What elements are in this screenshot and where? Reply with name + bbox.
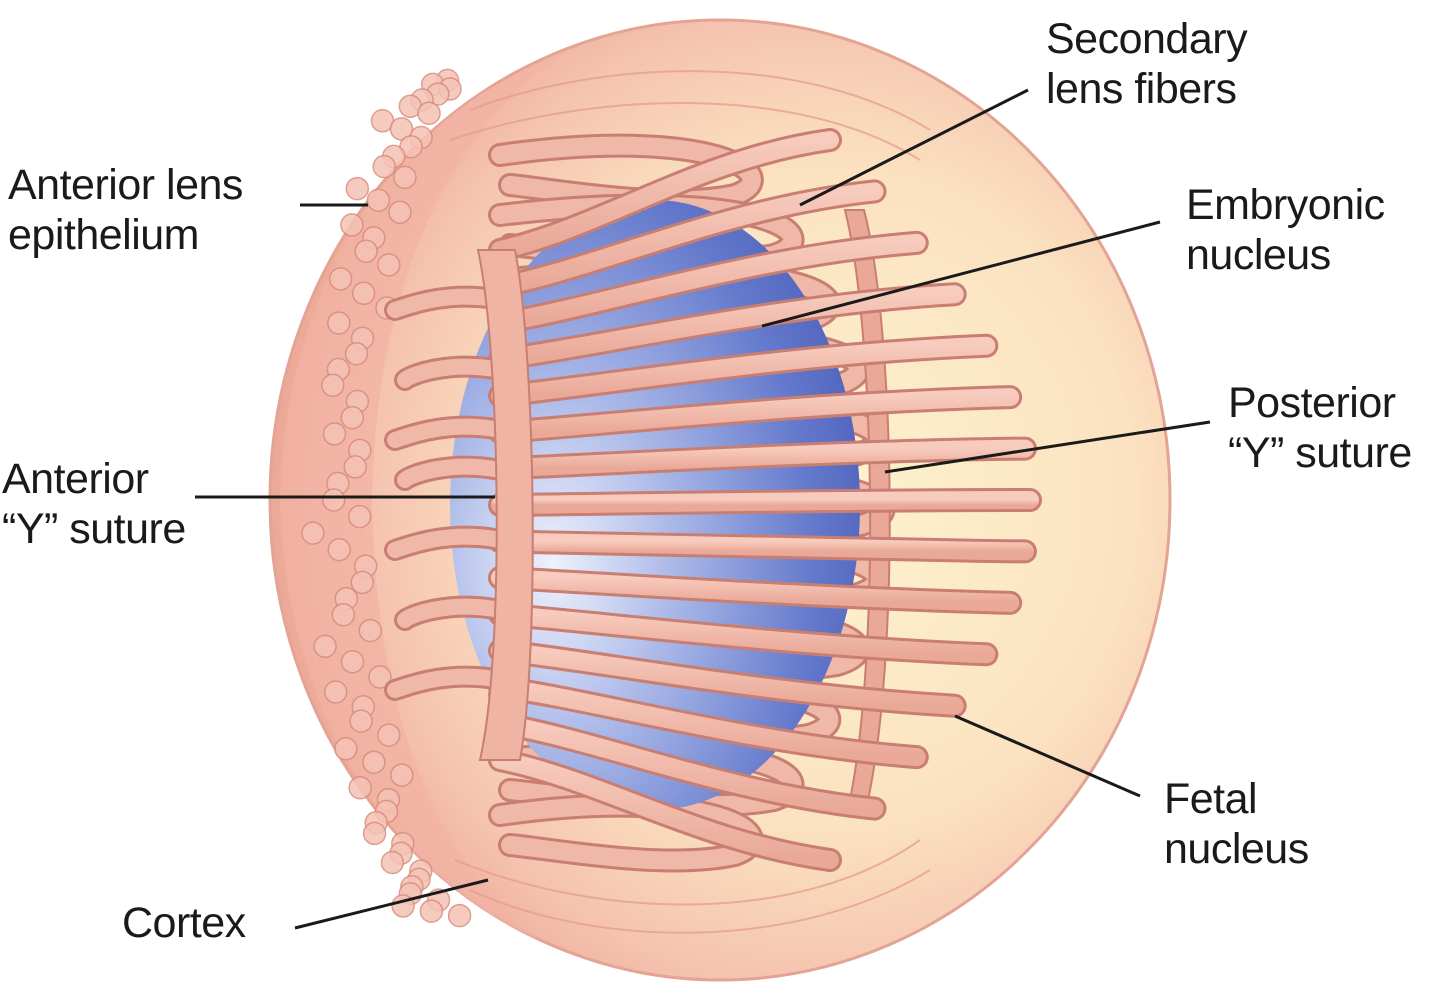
leader-lines — [195, 88, 1211, 930]
secondary-fiber — [491, 751, 839, 869]
epithelium-cell — [380, 850, 405, 875]
fiber-stub — [397, 358, 508, 388]
epithelium-cell — [372, 154, 396, 179]
leader-secondary-lens-fibers — [799, 88, 1029, 207]
epithelium-cell — [349, 709, 373, 733]
label-line: epithelium — [8, 211, 199, 259]
secondary-fiber — [491, 182, 884, 296]
epithelium-cells — [301, 68, 472, 928]
leader-posterior-y-suture — [884, 420, 1211, 474]
label-embryonic-nucleus: Embryonic nucleus — [1186, 180, 1385, 280]
label-line: nucleus — [1186, 231, 1331, 279]
epithelium-cell — [313, 634, 337, 659]
epithelium-cell — [321, 373, 345, 398]
epithelium-cell — [393, 165, 417, 190]
label-line: lens fibers — [1046, 65, 1237, 113]
secondary-fiber — [491, 641, 964, 715]
epithelium-cell — [377, 723, 401, 747]
label-line: Secondary — [1046, 15, 1248, 63]
epithelium-cell — [334, 737, 358, 761]
epithelium-cell — [301, 521, 325, 545]
secondary-fiber — [491, 605, 996, 664]
leader-cortex — [294, 878, 489, 930]
epithelium-cell — [368, 665, 392, 689]
epithelium-cell — [343, 455, 367, 479]
epithelium-cell — [417, 101, 441, 125]
fiber-stub — [387, 668, 508, 698]
epithelium-cell — [340, 405, 365, 430]
epithelium-cell — [362, 750, 386, 774]
label-line: Embryonic — [1186, 181, 1385, 229]
secondary-fiber — [491, 714, 884, 818]
epithelium-cell — [366, 188, 391, 212]
fiber-stub — [387, 288, 508, 318]
label-secondary-lens-fibers: Secondary lens fibers — [1046, 14, 1248, 114]
epithelium-cell — [345, 176, 370, 201]
label-line: Anterior — [2, 455, 149, 503]
epithelium-cell — [358, 618, 383, 643]
label-line: “Y” suture — [2, 505, 186, 553]
epithelium-cell — [419, 899, 444, 923]
label-posterior-y-suture: Posterior “Y” suture — [1228, 378, 1412, 478]
epithelium-cell — [388, 200, 412, 225]
fiber-loop-back — [491, 136, 761, 210]
label-line: Cortex — [122, 899, 246, 947]
secondary-fiber — [491, 285, 964, 369]
epithelium-cell — [321, 488, 346, 512]
leader-fetal-nucleus — [954, 714, 1141, 798]
secondary-fiber — [491, 233, 926, 332]
epithelium-cell — [344, 341, 369, 366]
epithelium-cell — [322, 422, 347, 446]
epithelium-cell — [328, 267, 353, 291]
epithelium-cell — [377, 253, 401, 277]
secondary-fiber — [491, 678, 926, 767]
secondary-fiber — [491, 568, 1020, 612]
label-line: Posterior — [1228, 379, 1396, 427]
epithelium-cell — [327, 537, 351, 562]
label-fetal-nucleus: Fetal nucleus — [1164, 774, 1309, 874]
label-line: Anterior lens — [8, 161, 243, 209]
label-line: Fetal — [1164, 775, 1258, 823]
secondary-fiber — [491, 131, 839, 259]
epithelium-cell — [447, 903, 472, 928]
epithelium-cell — [340, 213, 364, 237]
epithelium-cell — [331, 602, 356, 627]
secondary-fiber — [491, 491, 1039, 514]
secondary-fiber — [491, 439, 1034, 478]
epithelium-cell — [323, 680, 348, 704]
epithelium-cell — [350, 570, 375, 595]
label-cortex: Cortex — [122, 898, 246, 948]
epithelium-cell — [327, 311, 351, 335]
epithelium-cell — [354, 239, 378, 263]
secondary-fiber — [491, 388, 1020, 442]
anterior-suture-trunk — [476, 249, 534, 761]
label-line: nucleus — [1164, 825, 1309, 873]
fiber-stub — [387, 418, 508, 448]
epithelium-cell — [390, 763, 414, 787]
label-line: “Y” suture — [1228, 429, 1412, 477]
fiber-stub — [397, 598, 508, 628]
epithelium-cell — [348, 775, 372, 800]
epithelium-cell — [347, 504, 372, 529]
fiber-stub — [397, 458, 508, 488]
leader-embryonic-nucleus — [761, 220, 1161, 328]
epithelium-cell — [340, 650, 365, 674]
epithelium-cell — [362, 821, 387, 846]
epithelium-cell — [351, 281, 376, 306]
cortex-layers — [449, 70, 931, 934]
secondary-lens-fibers — [384, 128, 1042, 872]
secondary-fiber — [491, 336, 996, 405]
secondary-fiber — [491, 532, 1034, 561]
label-anterior-y-suture: Anterior “Y” suture — [2, 454, 186, 554]
label-anterior-lens-epithelium: Anterior lens epithelium — [8, 160, 243, 260]
fiber-stub — [387, 528, 508, 558]
